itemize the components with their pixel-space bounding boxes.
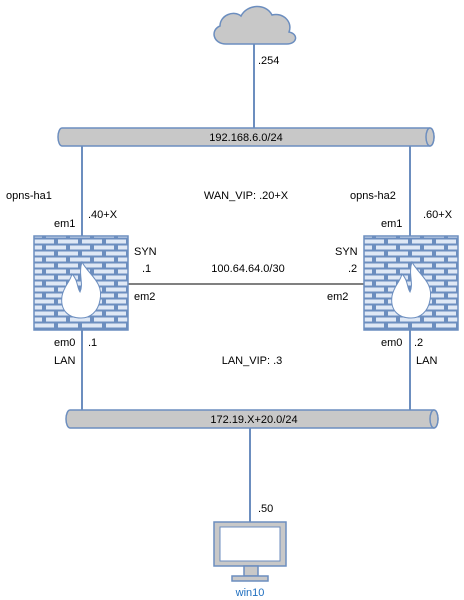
- wan-vip-label: WAN_VIP: .20+X: [204, 190, 289, 202]
- cloud-address: .254: [258, 55, 279, 67]
- ha1-wan-address: .40+X: [88, 209, 118, 221]
- client-address: .50: [258, 503, 273, 515]
- monitor-icon: [213, 521, 287, 582]
- ha2-sync-label: SYN: [335, 246, 358, 258]
- ha1-sync-address: .1: [142, 263, 151, 275]
- ha2-sync-interface: em2: [327, 291, 348, 303]
- ha1-sync-interface: em2: [134, 291, 155, 303]
- ha2-sync-address: .2: [348, 263, 357, 275]
- flame-icon: [391, 260, 432, 319]
- ha2-lan-interface: em0: [381, 337, 402, 349]
- lan-vip-label: LAN_VIP: .3: [222, 355, 283, 367]
- firewall-icon: [33, 235, 129, 331]
- ha2-name: opns-ha2: [350, 190, 396, 202]
- ha1-lan-interface: em0: [54, 337, 75, 349]
- lan-bus: [65, 409, 439, 429]
- ha1-wan-interface: em1: [54, 218, 75, 230]
- flame-icon: [61, 260, 102, 319]
- ha2-lan-label: LAN: [416, 355, 437, 367]
- sync-link-label: 100.64.64.0/30: [211, 263, 284, 275]
- wan-bus: [57, 127, 435, 147]
- cloud-icon: [213, 5, 297, 45]
- ha1-lan-label: LAN: [54, 355, 75, 367]
- ha2-wan-address: .60+X: [423, 209, 453, 221]
- ha1-sync-label: SYN: [134, 246, 157, 258]
- ha2-lan-address: .2: [414, 337, 423, 349]
- ha1-name: opns-ha1: [6, 190, 52, 202]
- client-name: win10: [235, 587, 265, 599]
- ha2-wan-interface: em1: [381, 218, 402, 230]
- wan-bus-label: 192.168.6.0/24: [209, 132, 282, 144]
- ha1-lan-address: .1: [88, 337, 97, 349]
- firewall-icon: [363, 235, 459, 331]
- lan-bus-label: 172.19.X+20.0/24: [210, 414, 297, 426]
